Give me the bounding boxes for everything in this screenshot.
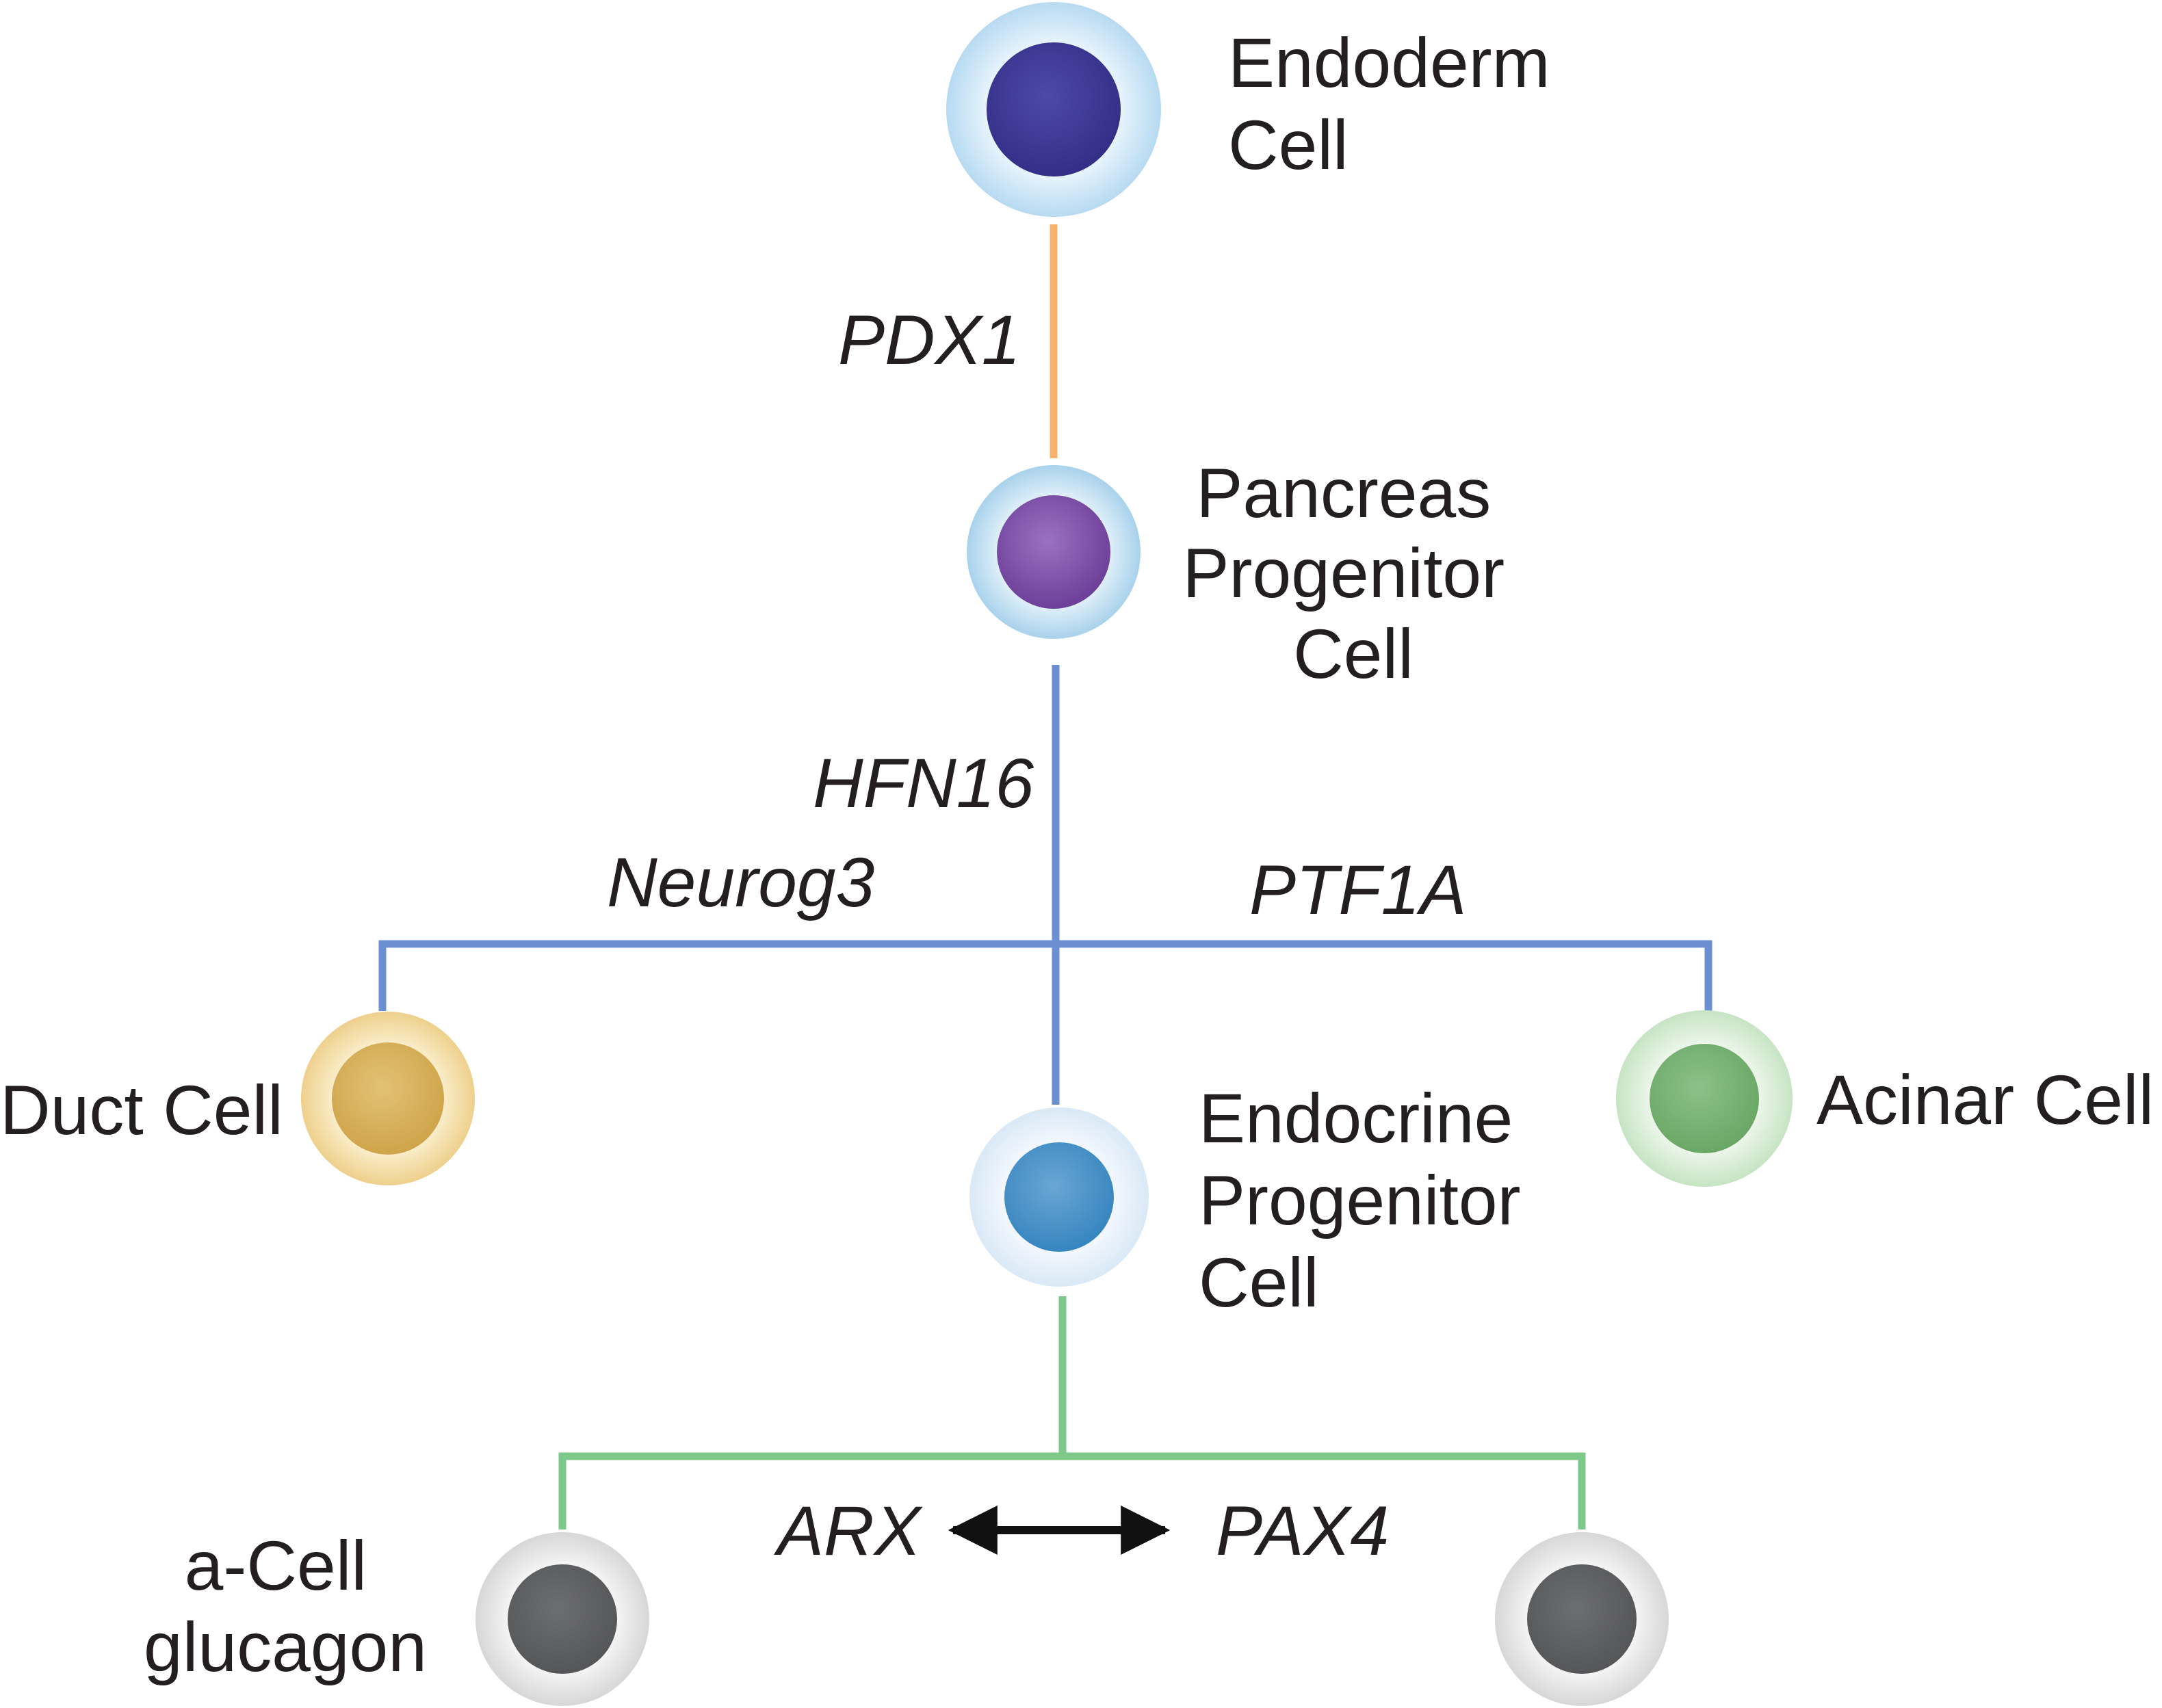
alpha-cell-label-line-2: glucagon [144,1608,427,1686]
pancreas-progenitor-cell [967,465,1141,639]
acinar-cell-label: Acinar Cell [1816,1061,2154,1139]
endocrine-progenitor-cell-label: Endocrine Progenitor Cell [1199,1079,1540,1322]
pancreas-progenitor-cell-label-line-2: Progenitor [1183,534,1505,612]
endoderm-cell [946,2,1161,217]
endoderm-cell-nucleus [987,42,1121,176]
neurog3-gene-label: Neurog3 [607,843,874,921]
beta-cell [1495,1532,1669,1706]
endocrine-progenitor-cell-label-line-3: Cell [1199,1244,1319,1322]
hfn16-gene-label: HFN16 [813,744,1034,822]
alpha-cell-label-line-1: a-Cell [185,1527,367,1605]
endocrine-progenitor-cell-nucleus [1004,1142,1114,1252]
duct-cell [301,1012,475,1185]
duct-cell-label: Duct Cell [0,1071,283,1149]
alpha-cell-label: a-Cell glucagon [144,1527,427,1686]
endocrine-progenitor-cell-label-line-2: Progenitor [1199,1161,1521,1239]
pancreas-progenitor-cell-label-line-1: Pancreas [1196,454,1491,532]
endoderm-cell-label-line-1: Endoderm [1228,24,1550,102]
pax4-gene-label: PAX4 [1216,1492,1389,1570]
endoderm-cell-label-line-2: Cell [1228,106,1349,184]
alpha-cell [476,1532,649,1706]
pancreas-progenitor-cell-label-line-3: Cell [1293,615,1414,693]
endocrine-progenitor-cell [969,1107,1149,1287]
pancreas-progenitor-cell-label: Pancreas Progenitor Cell [1183,454,1524,693]
connector-lines [378,224,1712,1555]
alpha-cell-nucleus [508,1564,617,1674]
endoderm-cell-label: Endoderm Cell [1228,24,1570,184]
ptf1a-gene-label: PTF1A [1249,851,1466,929]
acinar-cell [1616,1010,1793,1187]
endocrine-progenitor-cell-label-line-1: Endocrine [1199,1079,1513,1157]
pancreas-progenitor-cell-nucleus [997,495,1110,609]
duct-cell-nucleus [332,1042,444,1155]
arx-gene-label: ARX [773,1492,924,1570]
pdx1-gene-label: PDX1 [838,301,1020,379]
acinar-cell-nucleus [1650,1044,1759,1153]
beta-cell-nucleus [1527,1564,1637,1674]
